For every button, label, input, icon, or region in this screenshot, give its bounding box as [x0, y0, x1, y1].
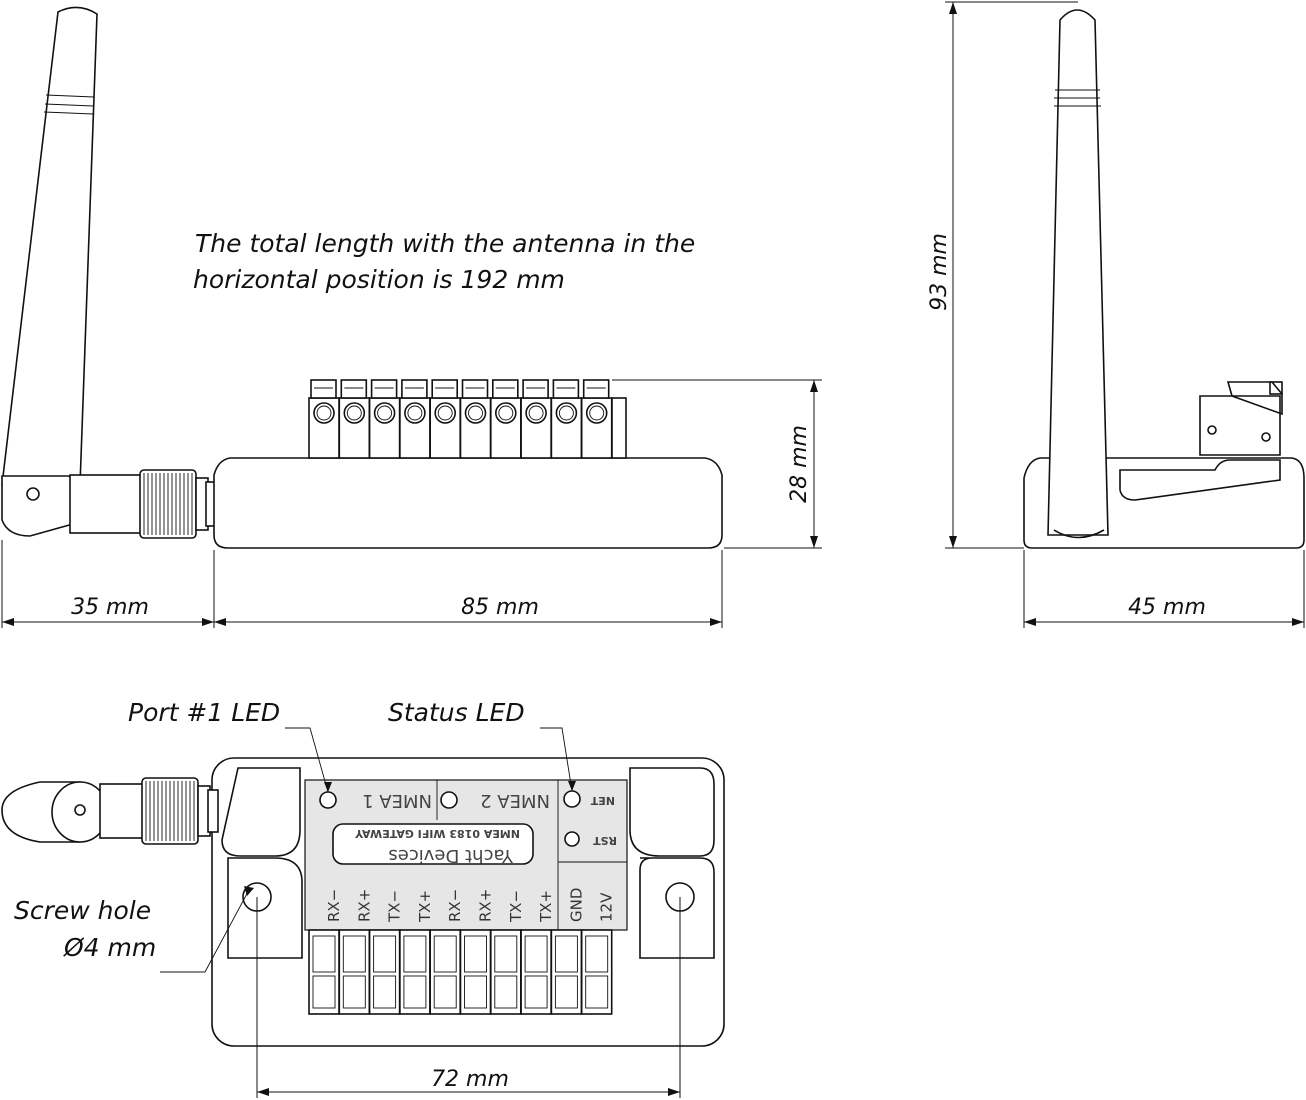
terminal-lever	[582, 379, 610, 399]
dim-hole-spacing: 72 mm	[431, 1067, 509, 1092]
terminal-lever	[340, 379, 368, 399]
side-view	[1023, 9, 1305, 549]
total-length-note-line2: horizontal position is 192 mm	[193, 265, 565, 294]
port1-led	[319, 791, 337, 809]
top-terminal-block	[308, 929, 613, 1015]
callout-status-led: Status LED	[388, 698, 525, 727]
callout-screw-diameter: Ø4 mm	[63, 933, 156, 962]
dim-width-side: 45 mm	[1128, 595, 1206, 620]
front-view	[1, 6, 723, 549]
label-plate: NMEA 1 NMEA 2 NET RST Yacht Devices NMEA…	[304, 779, 628, 931]
plate-nmea1: NMEA 1	[362, 790, 432, 811]
dim-height-front: 28 mm	[787, 425, 812, 503]
plate-product: NMEA 0183 WIFI GATEWAY	[354, 827, 520, 840]
pin-label: RX+	[355, 889, 373, 922]
front-antenna	[1, 6, 219, 539]
terminal-lever	[431, 379, 459, 399]
dim-body-length: 85 mm	[461, 595, 539, 620]
top-antenna	[1, 777, 219, 845]
plate-rst: RST	[593, 834, 617, 847]
callout-screw-hole: Screw hole	[14, 896, 151, 925]
terminal-lever	[461, 379, 489, 399]
pin-label: GND	[567, 888, 585, 922]
plate-net: NET	[590, 794, 615, 807]
pin-label: RX−	[325, 889, 343, 922]
pin-label: RX−	[446, 889, 464, 922]
rst-button	[564, 831, 580, 847]
pin-label: 12V	[598, 892, 616, 922]
side-antenna	[1047, 9, 1109, 536]
pin-label: TX+	[537, 890, 555, 923]
pin-label: RX+	[477, 889, 495, 922]
top-view: NMEA 1 NMEA 2 NET RST Yacht Devices NMEA…	[1, 757, 725, 1047]
connector-knurl	[143, 473, 193, 535]
terminal-lever	[491, 379, 519, 399]
pin-labels: RX− RX+ TX− TX+ RX− RX+ TX− TX+ GND 12V	[325, 888, 616, 923]
front-body	[213, 457, 723, 549]
callout-port1-led: Port #1 LED	[128, 698, 280, 727]
port2-led	[440, 791, 458, 809]
plate-nmea2: NMEA 2	[480, 790, 550, 811]
front-terminal-block	[308, 379, 613, 459]
terminal-lever	[401, 379, 428, 399]
pin-label: TX−	[507, 890, 525, 923]
terminal-lever	[522, 379, 549, 399]
dim-height-side: 93 mm	[927, 233, 952, 311]
total-length-note-line1: The total length with the antenna in the	[195, 229, 695, 258]
pin-label: TX+	[416, 890, 434, 923]
plate-brand: Yacht Devices	[388, 845, 514, 866]
net-led	[563, 790, 581, 808]
pin-label: TX−	[386, 890, 404, 923]
leader-lines	[160, 727, 576, 973]
terminal-lever	[370, 379, 398, 399]
terminal-lever	[552, 379, 580, 399]
terminal-lever	[310, 379, 337, 399]
dim-antenna-offset: 35 mm	[71, 595, 149, 620]
connector-knurl-top	[145, 781, 195, 841]
